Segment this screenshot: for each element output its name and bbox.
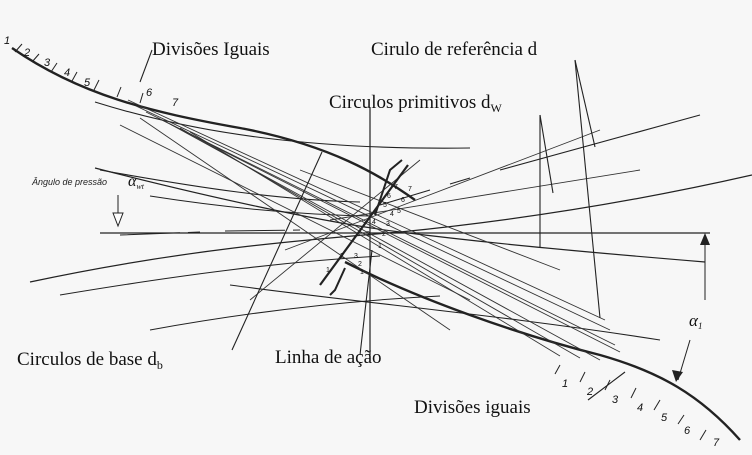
top-divisions-pointer (139, 49, 153, 83)
action-mark-right-1: 1 (378, 243, 382, 250)
action-bracket-upper (374, 159, 403, 216)
bottom-division-6: 6 (684, 425, 691, 437)
action-mark-right-5: 5 (383, 202, 387, 209)
bottom-division-3: 3 (612, 394, 619, 406)
lower-gear-profile (344, 260, 741, 441)
label-pitch-circles: Circulos primitivos dW (329, 92, 503, 115)
upper-root-arc (149, 195, 371, 217)
top-division-6: 6 (146, 87, 153, 99)
top-division-7: 7 (172, 97, 179, 109)
label-base-circles-sub: b (157, 358, 163, 372)
upper-pitch-circle (29, 174, 752, 283)
label-base-circles: Circulos de base db (17, 349, 163, 372)
label-reference-circle: Cirulo de referência d (371, 39, 538, 60)
lower-root-arc (149, 295, 441, 331)
label-equal-divisions-top: Divisões Iguais (152, 39, 270, 60)
top-division-3: 3 (44, 57, 51, 69)
action-mark-left-1: 1 (326, 267, 330, 274)
pitch-pointer-1 (539, 114, 554, 194)
action-mark-right-6: 6 (387, 193, 391, 200)
action-mark-left-2: 2 (340, 253, 344, 260)
mesh-line-fan (119, 99, 641, 361)
reference-dash-upper (379, 114, 701, 206)
reference-pointer-1 (574, 59, 596, 148)
action-mark-right-3: 3 (386, 221, 390, 228)
upper-gear-profile (11, 47, 416, 201)
line-of-action-pointer (359, 249, 373, 356)
action-mark-right-7: 7 (394, 184, 398, 191)
action-mark-left-3: 3 (366, 231, 370, 238)
action-mark-right-2: 2 (382, 231, 386, 238)
top-division-5: 5 (84, 77, 91, 89)
label-pressure-angle-symbol: αwt (128, 173, 145, 191)
pressure-angle-arrowhead (112, 212, 124, 228)
reference-pointer-2 (574, 59, 601, 319)
top-division-4: 4 (64, 67, 70, 79)
alpha-arrowhead-top (700, 233, 710, 245)
lower-base-arc (59, 255, 381, 296)
line-of-action (319, 164, 409, 286)
action-mark-lower-3: 3 (354, 253, 358, 260)
action-mark-right-4: 4 (390, 211, 394, 218)
action-mark-left-4: 4 (372, 219, 376, 226)
action-mark-lower-1: 1 (360, 269, 364, 276)
label-line-of-action: Linha de ação (275, 347, 382, 368)
label-pitch-circles-sub: W (491, 101, 503, 115)
label-pressure-angle: Ângulo de pressão (31, 177, 107, 187)
action-mark-lower-2: 2 (358, 261, 362, 268)
bottom-division-4: 4 (637, 402, 643, 414)
bottom-division-2: 2 (586, 386, 593, 398)
bottom-division-7: 7 (713, 437, 720, 449)
label-alpha-one: α1 (689, 311, 702, 331)
top-division-1: 1 (4, 35, 10, 47)
label-equal-divisions-bottom: Divisões iguais (414, 397, 531, 418)
top-division-ticks (14, 43, 144, 104)
base-circle-pointer (231, 151, 323, 351)
top-division-2: 2 (23, 47, 30, 59)
alpha-arrowhead-bottom (672, 370, 683, 382)
action-bracket-lower (329, 267, 346, 296)
action-mark-left-5: 5 (397, 208, 401, 215)
lower-pitch-circle (94, 167, 706, 263)
action-mark-left-6: 6 (401, 197, 405, 204)
bottom-division-5: 5 (661, 412, 668, 424)
action-mark-left-7: 7 (408, 186, 412, 193)
upper-base-arc (99, 169, 361, 203)
bottom-division-1: 1 (562, 378, 568, 390)
bottom-division-ticks (554, 364, 707, 441)
upper-reference-arc (94, 101, 471, 149)
lower-reference-arc (229, 284, 661, 341)
